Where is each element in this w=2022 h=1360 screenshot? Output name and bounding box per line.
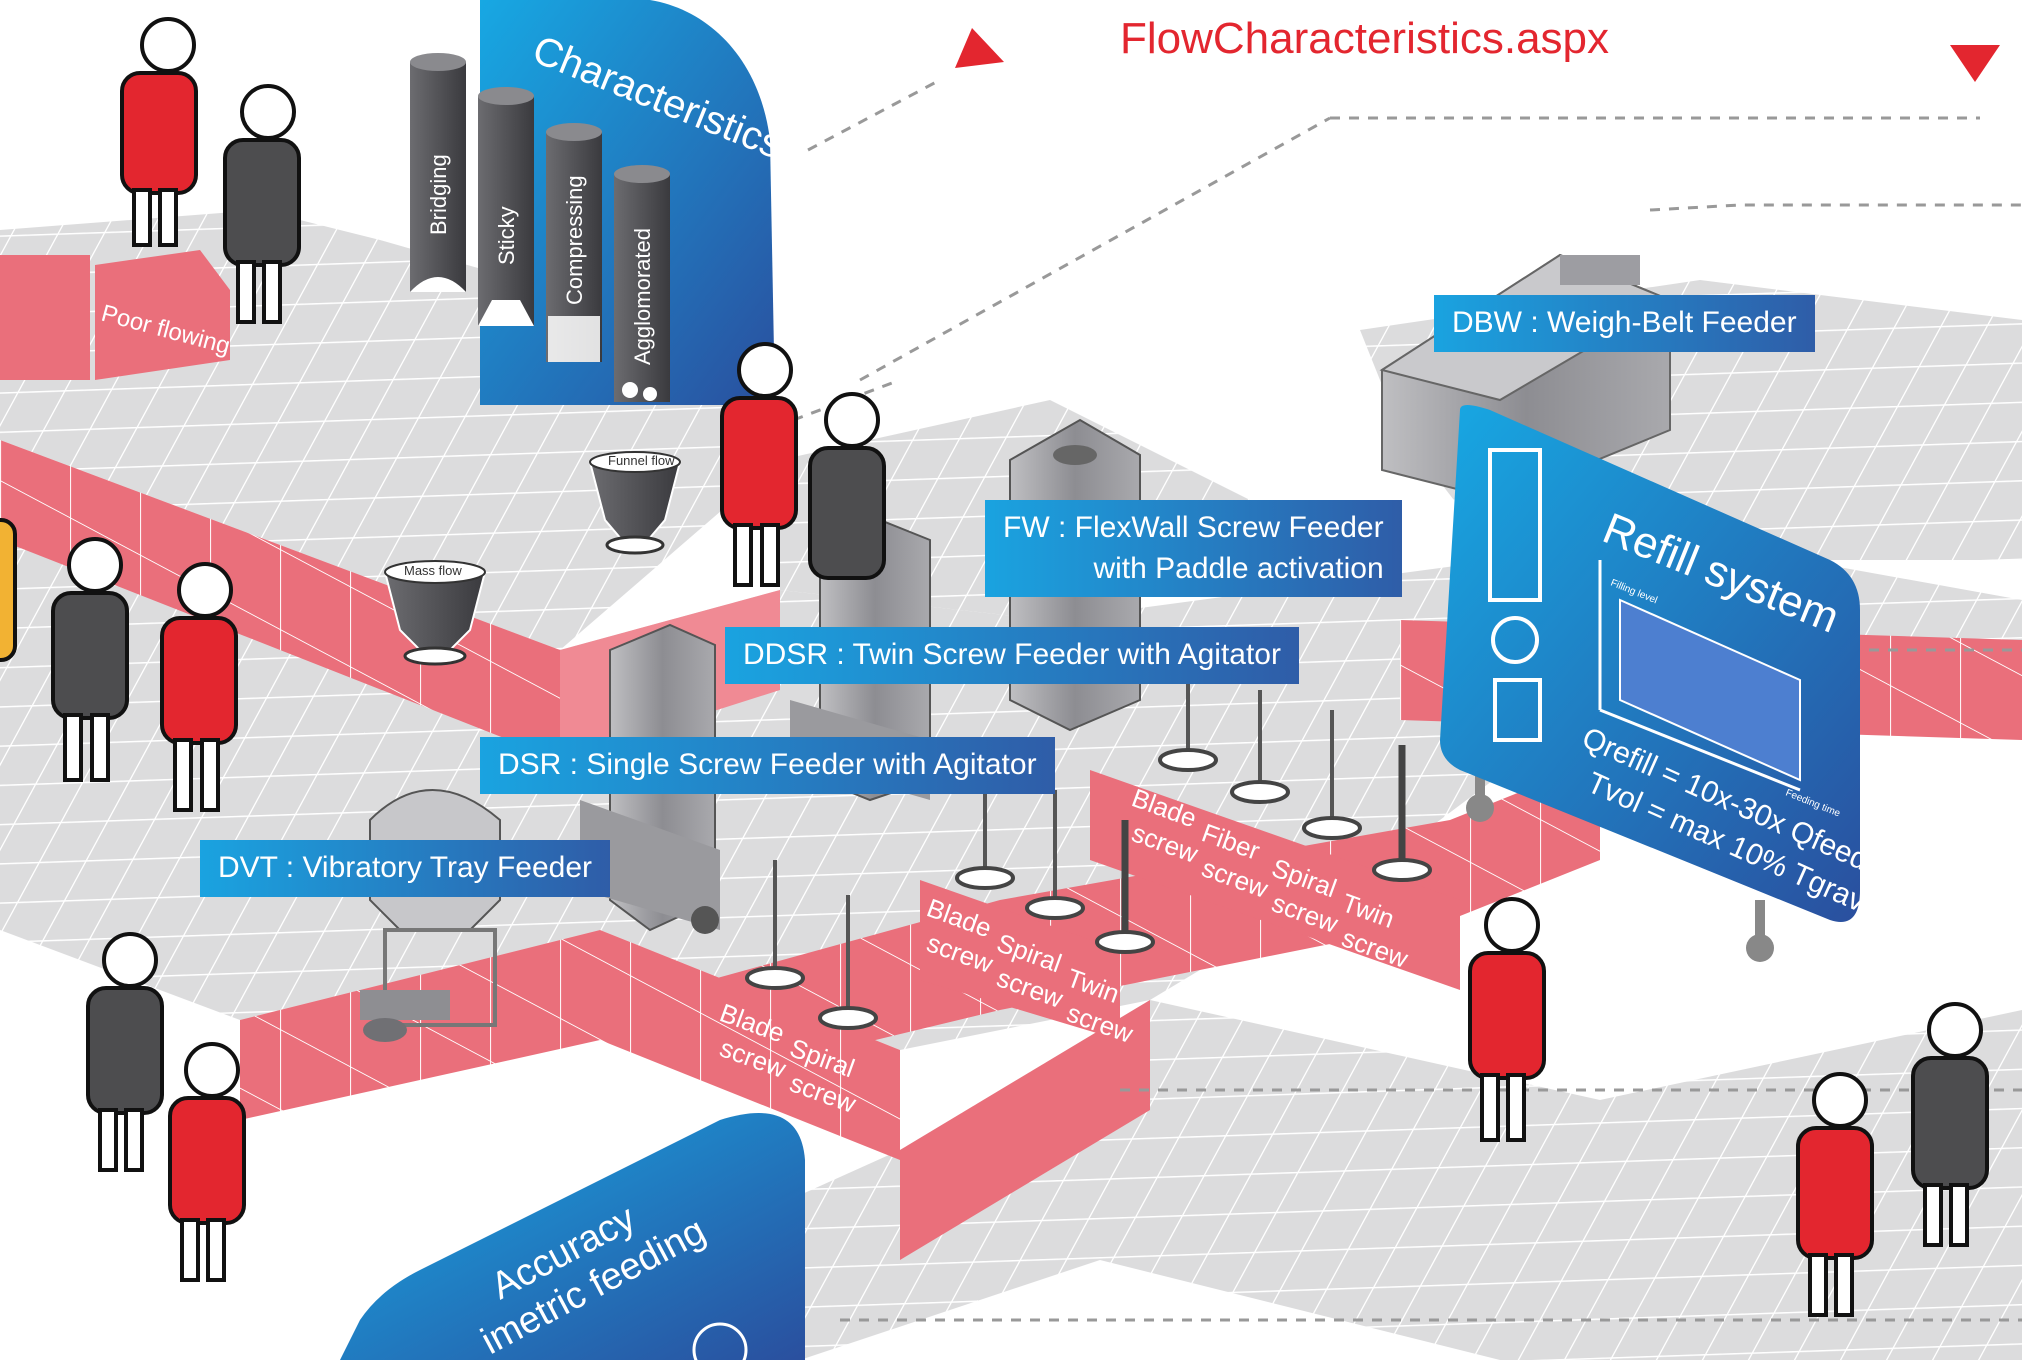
mass-flow-label: Mass flow: [404, 563, 462, 578]
person-dark-5: [1911, 1002, 1989, 1247]
cylinder-bridging: [410, 53, 466, 292]
wall-lower-center: [600, 930, 900, 1160]
cylinder-label-agglomorated: Agglomorated: [630, 228, 655, 365]
wall-screw-bay-front: [710, 760, 1600, 1080]
screw-5: [955, 790, 1015, 890]
accuracy-dial-icon: [692, 1322, 748, 1360]
cylinder-sticky: [478, 87, 534, 326]
label-fw-line2: with Paddle activation: [1093, 551, 1384, 585]
cylinder-label-sticky: Sticky: [494, 206, 519, 265]
label-dsr-text: DSR : Single Screw Feeder with Agitator: [498, 748, 1037, 781]
wall-left-box: [0, 255, 90, 380]
person-dark-3: [808, 392, 886, 580]
label-dbw-text: DBW : Weigh-Belt Feeder: [1452, 306, 1797, 339]
label-dvt-text: DVT : Vibratory Tray Feeder: [218, 851, 593, 884]
wall-lower-right: [900, 1000, 1150, 1260]
person-red-6: [1796, 1072, 1874, 1317]
funnel-flow-label: Funnel flow: [608, 453, 675, 468]
label-dbw[interactable]: DBW : Weigh-Belt Feeder: [1434, 295, 1815, 352]
hopper-mass-flow: [383, 560, 487, 666]
wall-top-left-front: [0, 440, 560, 760]
person-red-4: [168, 1042, 246, 1282]
screw-9: [818, 895, 878, 1030]
cylinder-agglomorated: [614, 165, 670, 402]
label-dsr[interactable]: DSR : Single Screw Feeder with Agitator: [480, 737, 1055, 794]
person-dark-2: [51, 537, 129, 782]
person-red-5: [1468, 897, 1546, 1142]
refill-panel: [1440, 405, 1860, 962]
label-fw[interactable]: FW : FlexWall Screw Feeder with Paddle a…: [985, 500, 1402, 597]
person-yellow: [0, 518, 17, 662]
person-red-1: [120, 17, 198, 247]
person-red-3: [720, 342, 798, 587]
screw-4: [1372, 745, 1432, 882]
wall-screw-bay-back2: [920, 880, 1120, 1040]
person-dark-4: [86, 932, 164, 1172]
flow-cylinders: [410, 53, 670, 402]
label-ddsr-text: DDSR : Twin Screw Feeder with Agitator: [743, 638, 1281, 671]
label-dvt[interactable]: DVT : Vibratory Tray Feeder: [200, 840, 611, 897]
wall-poor-flow-box: [95, 250, 230, 380]
label-ddsr[interactable]: DDSR : Twin Screw Feeder with Agitator: [725, 627, 1299, 684]
screw-3: [1302, 710, 1362, 840]
cylinder-compressing: [546, 123, 602, 362]
hopper-funnel-flow: [588, 451, 682, 555]
page-url-heading[interactable]: FlowCharacteristics.aspx: [1120, 14, 1610, 63]
accuracy-panel: [340, 1113, 805, 1360]
screw-8: [745, 860, 805, 990]
label-fw-line1: FW : FlexWall Screw Feeder: [1003, 511, 1384, 544]
cylinder-label-bridging: Bridging: [426, 154, 451, 235]
wall-screw-bay-back: [1090, 770, 1460, 990]
screw-7: [1095, 820, 1155, 954]
screw-2: [1230, 690, 1290, 804]
red-arrow-up-icon: [955, 28, 1004, 68]
screw-6: [1025, 790, 1085, 920]
screw-agitators: [745, 680, 1432, 1030]
cylinder-label-compressing: Compressing: [562, 175, 587, 305]
person-red-2: [160, 562, 238, 812]
person-dark-1: [223, 84, 301, 324]
people: [0, 17, 1989, 1317]
red-arrow-down-icon: [1950, 45, 2000, 82]
screw-1: [1158, 680, 1218, 772]
